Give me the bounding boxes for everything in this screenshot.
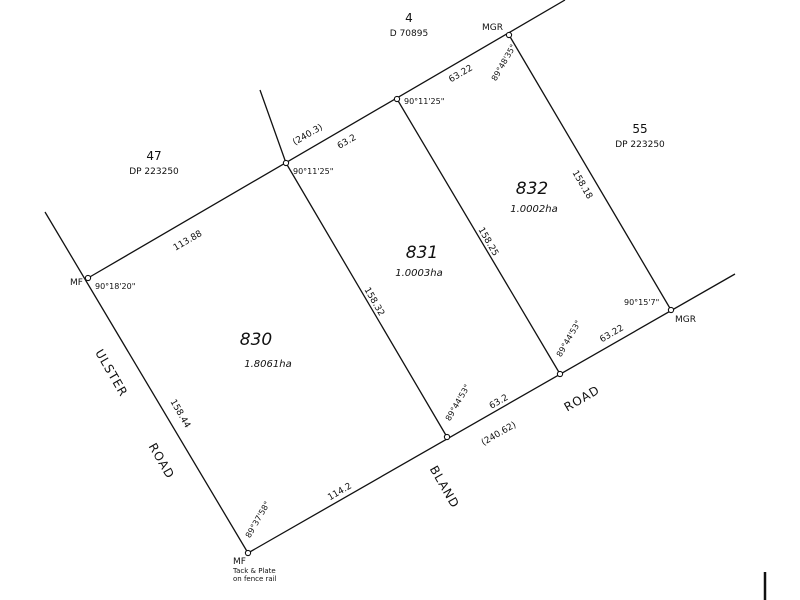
dim-west-830: 158.44 <box>168 398 193 431</box>
dim-north-830: 113.88 <box>172 229 205 254</box>
lot-830-number: 830 <box>240 330 272 350</box>
ulster-road-label-1: ULSTER <box>92 347 130 399</box>
parcel-47-number: 47 <box>146 149 161 163</box>
angle-831-bottom: 89°44'53" <box>555 319 583 359</box>
dim-bottom-832: 63.22 <box>598 323 625 345</box>
parcel-4-plan: D 70895 <box>390 29 428 39</box>
parcel-55-number: 55 <box>632 122 647 136</box>
mf-bottom-label: MF <box>233 557 246 567</box>
ulster-road-label-2: ROAD <box>146 441 178 482</box>
mark-mf-bottom <box>244 549 252 557</box>
angle-mf-left: 90°18'20" <box>95 282 135 291</box>
dim-bottom-total: (240.62) <box>480 420 518 448</box>
mark-830-bottom <box>443 433 451 441</box>
angle-831-top: 90°11'25" <box>404 97 444 106</box>
mgr-top-label: MGR <box>482 23 503 33</box>
dim-top-total: (240.3) <box>291 123 324 148</box>
parcel-55-plan: DP 223250 <box>615 140 665 150</box>
mark-mgr-right <box>667 306 675 314</box>
bland-road-label-1: BLAND <box>427 463 462 510</box>
bland-road-label-2: ROAD <box>562 383 603 415</box>
ulster-road-line <box>44 211 249 554</box>
mf-left-label: MF <box>70 278 83 288</box>
angle-mgr-right: 90°15'7" <box>624 298 659 307</box>
bland-road-line <box>247 273 736 554</box>
lot-830-area: 1.8061ha <box>244 359 291 370</box>
angle-830-bottom: 89°44'53" <box>444 383 472 423</box>
mark-831-bottom <box>556 370 564 378</box>
lot-832-area: 1.0002ha <box>510 204 557 215</box>
top-boundary-line <box>87 0 566 279</box>
mark-830-top <box>282 159 290 167</box>
lot-832-east-boundary <box>508 34 672 311</box>
angle-830-top: 90°11'25" <box>293 167 333 176</box>
angle-mgr-top: 89°48'35" <box>490 43 518 83</box>
mark-mgr-top <box>505 31 513 39</box>
lot-832-number: 832 <box>516 179 548 199</box>
mf-bottom-note-1: Tack & Plate <box>232 567 276 575</box>
dim-top-831: 63.2 <box>336 133 358 152</box>
lot-831-number: 831 <box>406 243 438 263</box>
lot-831-area: 1.0003ha <box>395 268 442 279</box>
mgr-right-label: MGR <box>675 315 696 325</box>
lot-831-832-boundary <box>396 98 561 375</box>
parcel-47-plan: DP 223250 <box>129 167 179 177</box>
angle-mf-bottom: 89°37'58" <box>244 500 272 540</box>
mark-831-top <box>393 95 401 103</box>
mark-mf-left <box>84 274 92 282</box>
mf-bottom-note-2: on fence rail <box>233 575 277 583</box>
adjoining-boundary-line <box>259 89 287 164</box>
parcel-4-number: 4 <box>405 11 413 25</box>
lot-830-831-boundary <box>285 162 448 438</box>
